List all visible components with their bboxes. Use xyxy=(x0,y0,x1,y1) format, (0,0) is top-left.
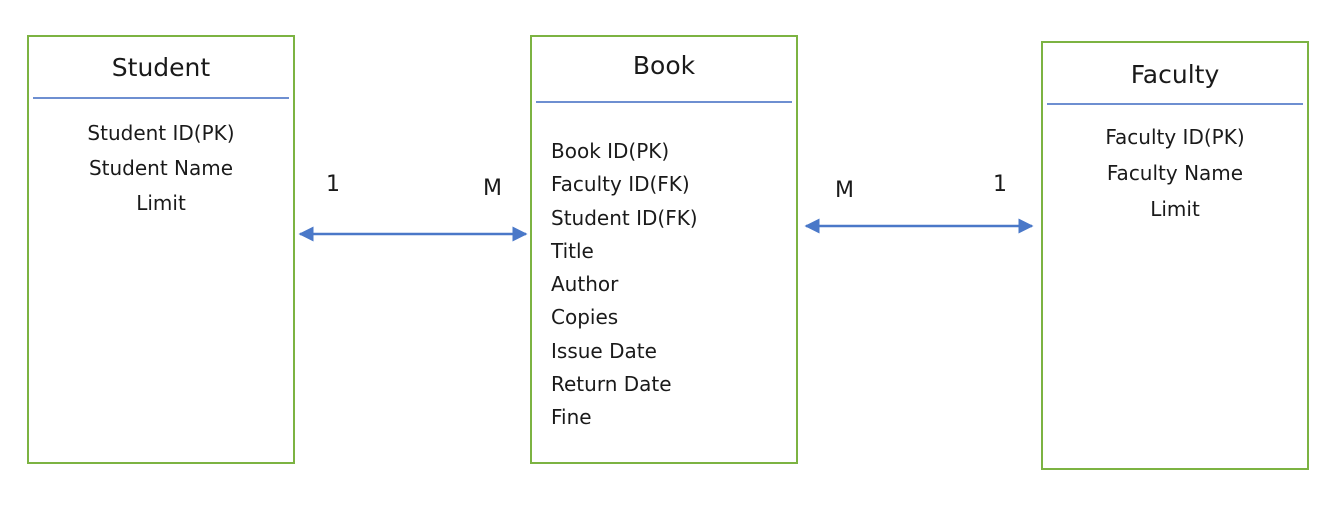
attribute: Author xyxy=(551,272,619,297)
entity-title-book: Book xyxy=(632,51,696,80)
attribute: Limit xyxy=(136,191,186,215)
attribute: Faculty ID(FK) xyxy=(551,172,690,197)
cardinality-faculty-side: 1 xyxy=(993,172,1007,197)
faculty-entity: Faculty Faculty ID(PK) Faculty Name Limi… xyxy=(1041,41,1309,470)
attribute: Title xyxy=(551,238,594,263)
cardinality-student-side: 1 xyxy=(326,172,340,197)
student-entity: Student Student ID(PK) Student Name Limi… xyxy=(27,35,295,464)
attribute-list-student: Student ID(PK) Student Name Limit xyxy=(29,116,293,221)
entity-divider xyxy=(33,97,289,99)
entity-divider xyxy=(1047,103,1303,105)
attribute: Faculty ID(PK) xyxy=(1105,125,1245,149)
entity-divider xyxy=(536,101,792,103)
attribute: Student Name xyxy=(88,156,234,180)
attribute: Return Date xyxy=(551,372,672,397)
attribute: Limit xyxy=(1150,197,1200,221)
entity-title-student: Student xyxy=(111,53,211,82)
attribute: Faculty Name xyxy=(1106,161,1244,185)
cardinality-book-side: M xyxy=(835,178,854,203)
attribute-list-faculty: Faculty ID(PK) Faculty Name Limit xyxy=(1043,119,1307,227)
attribute: Book ID(PK) xyxy=(551,139,670,163)
attribute: Fine xyxy=(551,405,592,430)
attribute: Copies xyxy=(551,305,619,330)
attribute: Student ID(FK) xyxy=(551,205,698,230)
cardinality-book-side: M xyxy=(483,176,502,201)
attribute: Student ID(PK) xyxy=(87,121,235,145)
attribute: Issue Date xyxy=(551,338,657,363)
attribute-list-book: Book ID(PK) Faculty ID(FK) Student ID(FK… xyxy=(551,135,796,435)
book-entity: Book Book ID(PK) Faculty ID(FK) Student … xyxy=(530,35,798,464)
entity-title-faculty: Faculty xyxy=(1130,60,1220,89)
